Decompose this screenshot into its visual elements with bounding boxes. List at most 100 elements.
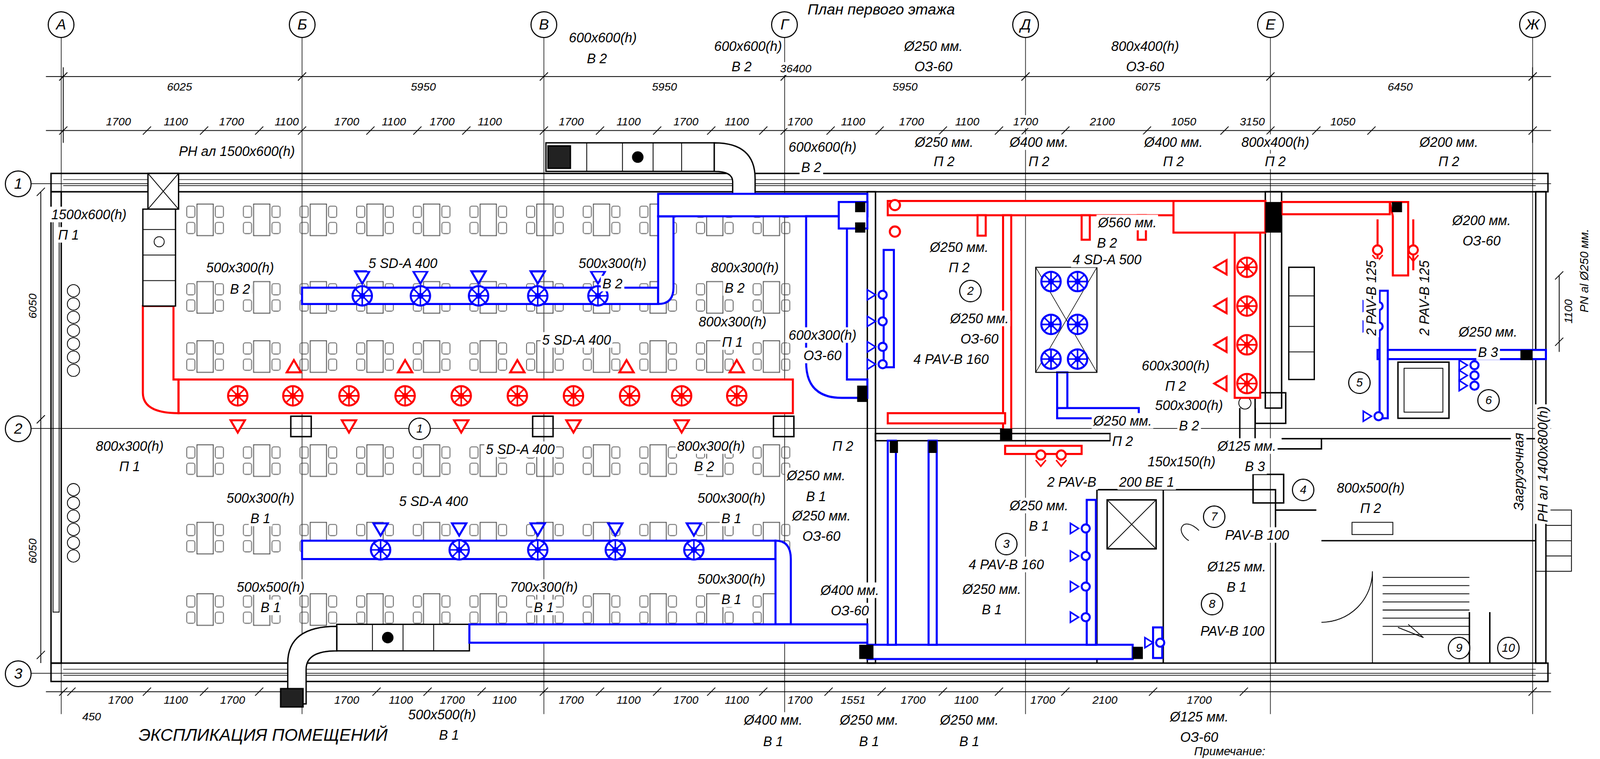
- grid-axes: [31, 37, 1552, 714]
- drawing-title: План первого этажа: [805, 1, 957, 19]
- duct-label: 600x600(h): [567, 30, 639, 46]
- dimension-text: 1050: [1169, 115, 1199, 129]
- duct-label: В 1: [1027, 518, 1051, 534]
- duct-label: В 1: [804, 488, 828, 505]
- grid-axis-bubble: 2: [4, 415, 32, 443]
- supply-diffusers: [566, 420, 581, 433]
- room-number-circle: 3: [995, 532, 1018, 556]
- dimension-lines: [36, 67, 1564, 663]
- tables: [181, 277, 806, 319]
- duct-label: ОЗ-60: [801, 528, 843, 544]
- dimension-text: 1700: [217, 115, 246, 129]
- supply-ducts: [1081, 215, 1090, 241]
- exhaust-diffusers: [1041, 349, 1061, 369]
- building-walls: [50, 173, 1572, 682]
- duct-label: Ø125 мм.: [1168, 708, 1230, 725]
- duct-label: ОЗ-60: [1178, 729, 1221, 745]
- duct-label: 800x500(h): [1335, 480, 1407, 496]
- grid-axis-bubble: Д: [1012, 11, 1039, 39]
- duct-label: 1500x600(h): [49, 206, 129, 223]
- supply-diffusers: [451, 385, 471, 406]
- duct-label: Ø250 мм.: [938, 712, 1000, 728]
- air-units: [382, 632, 393, 643]
- duct-label: В 3: [1243, 458, 1267, 475]
- axis-letter: 3: [13, 666, 23, 682]
- dimension-text: 1100: [614, 693, 642, 707]
- supply-diffusers: [282, 385, 303, 406]
- axis-letter: 2: [13, 421, 23, 437]
- supply-diffusers: [339, 385, 359, 406]
- kitchen-hood: [1035, 267, 1097, 373]
- callout-number: 7: [1210, 510, 1218, 523]
- air-units: [143, 229, 176, 281]
- duct-label: 500x300(h): [204, 259, 276, 276]
- duct-label: 2 PAV-B 125: [1416, 258, 1433, 338]
- dimension-text: 1100: [722, 115, 751, 129]
- duct-label: 800x300(h): [94, 438, 166, 454]
- supply-ducts: [143, 305, 179, 414]
- dimension-text: 1100: [386, 693, 415, 707]
- fire-dampers: [1392, 202, 1403, 213]
- dimension-text: 1700: [557, 693, 586, 707]
- supply-ducts: [887, 413, 1006, 424]
- duct-label: В 2: [600, 275, 625, 292]
- window-radiators: [67, 310, 80, 324]
- supply-diffusers: [228, 385, 248, 406]
- supply-ducts: [178, 379, 793, 414]
- fire-dampers: [1520, 349, 1533, 361]
- callout-number: 3: [1003, 537, 1010, 550]
- duct-label: В 1: [258, 599, 283, 616]
- dimension-text: 1700: [104, 115, 133, 129]
- axis-letter: Б: [297, 17, 308, 33]
- duct-label: 150x150(h): [1146, 453, 1217, 470]
- dimension-text: 1700: [671, 693, 701, 707]
- dimension-text: 1700: [1028, 693, 1058, 707]
- duct-label: 2 PAV-B: [1045, 474, 1098, 490]
- callout-number: 5: [1356, 376, 1363, 389]
- grid-axis-bubble: Ж: [1519, 11, 1546, 39]
- building-walls: [50, 662, 1549, 682]
- dimension-text: 1050: [1328, 115, 1358, 129]
- building-walls: [1096, 407, 1536, 663]
- exhaust-diffusers: [1459, 380, 1479, 391]
- duct-label: 500x500(h): [406, 706, 478, 723]
- exhaust-ducts: [658, 215, 674, 304]
- supply-diffusers: [1214, 298, 1227, 314]
- exhaust-ducts: [658, 193, 867, 217]
- exhaust-diffusers: [452, 522, 467, 536]
- room-number-circle: 7: [1202, 505, 1226, 528]
- supply-diffusers: [1056, 450, 1067, 467]
- duct-label: 600x600(h): [787, 139, 858, 155]
- window-radiators: [67, 284, 80, 563]
- fire-dampers: [855, 202, 1533, 660]
- window-radiators: [67, 536, 80, 549]
- building-walls: [1265, 191, 1282, 408]
- exhaust-diffusers: [530, 271, 545, 284]
- air-units: [143, 142, 1315, 707]
- air-units: [147, 173, 179, 210]
- duct-label: В 2: [729, 58, 754, 75]
- exhaust-diffusers: [1070, 522, 1090, 534]
- exhaust-ducts: [887, 440, 896, 645]
- duct-label: Ø250 мм.: [948, 310, 1011, 327]
- air-units: [714, 142, 755, 194]
- duct-label: Загрузочная: [1511, 430, 1527, 512]
- axis-letter: В: [539, 17, 550, 33]
- duct-label: Ø400 мм.: [742, 712, 804, 728]
- duct-label: 4 PAV-B 160: [967, 556, 1046, 573]
- duct-label: В 2: [228, 281, 252, 297]
- duct-label: Ø200 мм.: [1450, 212, 1513, 229]
- duct-label: 5 SD-A 400: [367, 255, 439, 272]
- supply-diffusers: [453, 420, 469, 433]
- fire-dampers: [1265, 202, 1282, 233]
- duct-label: 800x400(h): [1109, 38, 1181, 55]
- duct-label: 800x400(h): [1239, 134, 1311, 151]
- duct-label: В 1: [437, 727, 461, 743]
- dimension-text: 1100: [272, 115, 301, 129]
- exhaust-diffusers: [355, 271, 370, 284]
- air-units: [586, 142, 682, 171]
- duct-label: Ø250 мм.: [1007, 497, 1070, 514]
- window-radiators: [67, 522, 80, 536]
- duct-label: Ø250 мм.: [928, 239, 990, 256]
- axis-letter: Д: [1020, 17, 1031, 33]
